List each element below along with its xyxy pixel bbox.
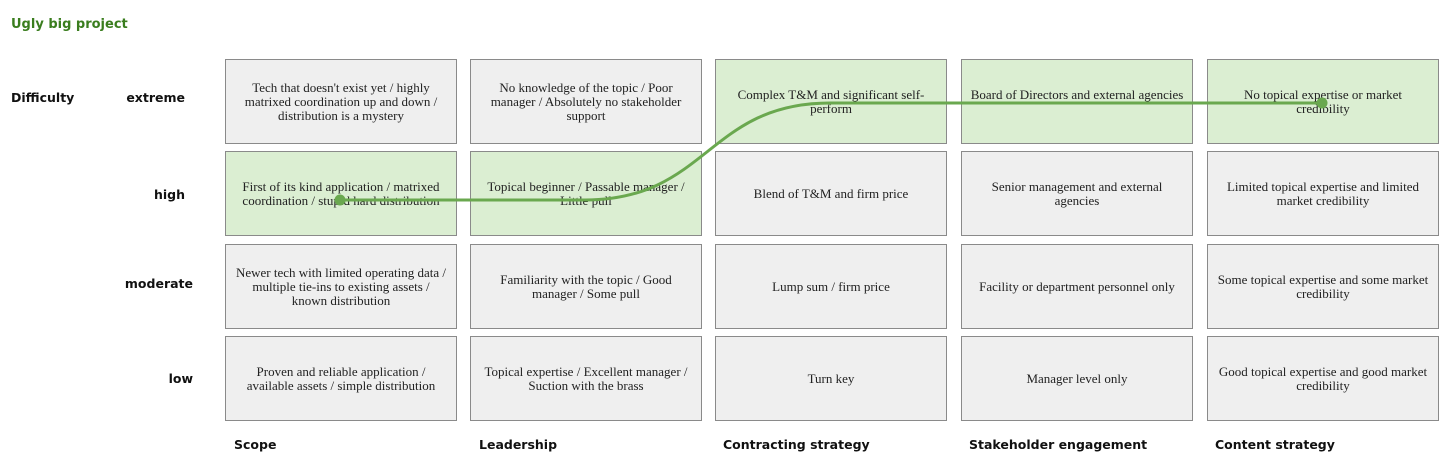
page-title: Ugly big project	[11, 17, 128, 32]
cell-low-content-strategy: Good topical expertise and good market c…	[1207, 336, 1439, 421]
column-label-content-strategy: Content strategy	[1215, 437, 1335, 452]
column-label-leadership: Leadership	[479, 437, 558, 452]
cell-moderate-content-strategy: Some topical expertise and some market c…	[1207, 244, 1439, 329]
cell-high-contracting-strategy: Blend of T&M and firm price	[715, 151, 947, 236]
cell-extreme-content-strategy: No topical expertise or market credibili…	[1207, 59, 1439, 144]
cell-high-stakeholder-engagement: Senior management and external agencies	[961, 151, 1193, 236]
cell-moderate-scope: Newer tech with limited operating data /…	[225, 244, 457, 329]
cell-low-scope: Proven and reliable application / availa…	[225, 336, 457, 421]
cell-low-contracting-strategy: Turn key	[715, 336, 947, 421]
column-label-contracting-strategy: Contracting strategy	[723, 437, 870, 452]
cell-extreme-leadership: No knowledge of the topic / Poor manager…	[470, 59, 702, 144]
cell-low-stakeholder-engagement: Manager level only	[961, 336, 1193, 421]
cell-moderate-stakeholder-engagement: Facility or department personnel only	[961, 244, 1193, 329]
row-label-low: low	[168, 371, 193, 386]
cell-moderate-contracting-strategy: Lump sum / firm price	[715, 244, 947, 329]
cell-moderate-leadership: Familiarity with the topic / Good manage…	[470, 244, 702, 329]
row-label-high: high	[153, 187, 185, 202]
difficulty-axis-label: Difficulty	[11, 90, 75, 105]
cell-high-leadership: Topical beginner / Passable manager / Li…	[470, 151, 702, 236]
cell-high-scope: First of its kind application / matrixed…	[225, 151, 457, 236]
cell-extreme-contracting-strategy: Complex T&M and significant self-perform	[715, 59, 947, 144]
column-label-scope: Scope	[234, 437, 277, 452]
cell-low-leadership: Topical expertise / Excellent manager / …	[470, 336, 702, 421]
cell-extreme-scope: Tech that doesn't exist yet / highly mat…	[225, 59, 457, 144]
cell-extreme-stakeholder-engagement: Board of Directors and external agencies	[961, 59, 1193, 144]
row-label-moderate: moderate	[124, 276, 193, 291]
column-label-stakeholder-engagement: Stakeholder engagement	[969, 437, 1148, 452]
row-label-extreme: extreme	[126, 90, 185, 105]
cell-high-content-strategy: Limited topical expertise and limited ma…	[1207, 151, 1439, 236]
